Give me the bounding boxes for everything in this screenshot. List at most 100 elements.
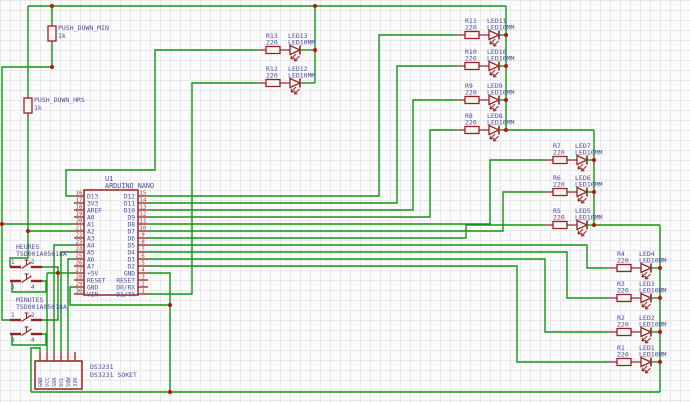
resistor-R13[interactable] [265,45,281,55]
wire[interactable] [67,258,74,352]
junction-dot [312,47,318,53]
resistor-R4[interactable] [616,263,632,273]
resistor-body[interactable] [47,25,57,42]
wire[interactable] [148,82,258,295]
led-ref: LED9 [487,82,503,90]
led-value: LED10MM [288,72,315,80]
wire[interactable] [148,65,457,204]
resistor-value: 220 [553,181,565,189]
wire[interactable] [42,266,59,321]
resistor-R12[interactable] [265,78,281,88]
led-LED5[interactable] [576,219,589,231]
wire[interactable] [148,34,457,197]
resistor-value: 1k [58,32,66,40]
led-LED3[interactable] [640,292,653,304]
led-light-arrow-icon [581,165,587,172]
resistor-value: 220 [617,257,629,265]
resistor-ref: PUSH_DOWN_MIN [58,24,109,32]
resistor-R3[interactable] [616,293,632,303]
wire[interactable] [148,99,457,211]
wire[interactable] [60,251,74,352]
pin-name: RESET [116,277,135,284]
led-LED2[interactable] [640,326,653,338]
wire[interactable] [148,224,545,239]
rtc-body[interactable] [34,360,83,390]
resistor-body[interactable] [23,97,33,114]
wire[interactable] [1,44,53,321]
pin-number: 22 [76,232,83,238]
led-LED10[interactable] [488,60,501,72]
wire[interactable] [148,258,609,333]
resistor-R6[interactable] [552,187,568,197]
junction-dot [55,270,61,276]
resistor-R8[interactable] [464,125,480,135]
wire[interactable] [65,49,258,197]
junction-dot [503,32,509,38]
wire[interactable] [148,159,545,225]
led-LED4[interactable] [640,262,653,274]
rtc-value: DS3231 SOKET [90,371,137,379]
led-LED6[interactable] [576,186,589,198]
nets[interactable] [1,5,661,393]
led-LED13[interactable] [289,44,302,56]
pin-name: D7 [128,228,136,235]
wire[interactable] [11,280,47,293]
arduino-nano-symbol[interactable]: U1ARDUINO_NANOD13163V317AREF18A019A120A2… [74,175,154,298]
resistor-ref: R3 [617,280,625,288]
resistor-R10[interactable] [464,61,480,71]
resistor-R9[interactable] [464,95,480,105]
wire[interactable] [9,231,29,267]
wire[interactable] [30,347,41,392]
wire[interactable] [11,333,47,346]
pin-number: 28 [76,274,83,280]
led-LED11[interactable] [488,29,501,41]
led-LED8[interactable] [488,124,501,136]
wire[interactable] [69,286,170,306]
resistor-R7[interactable] [552,155,568,165]
wire[interactable] [148,244,609,269]
wire[interactable] [148,251,609,299]
junction-dot [503,63,509,69]
wire[interactable] [53,244,74,352]
pin-name: A3 [87,235,95,242]
resistor-R1[interactable] [616,357,632,367]
led-LED7[interactable] [576,154,589,166]
wire[interactable] [148,272,171,392]
led-LED12[interactable] [289,77,302,89]
resistor-value: 220 [465,24,477,32]
pin-name: D4 [128,249,136,256]
resistor-R11[interactable] [464,30,480,40]
led-light-arrow-icon [645,367,651,374]
led-LED1[interactable] [640,356,653,368]
junction-dot [49,64,55,70]
resistor-ref: R8 [465,112,473,120]
resistor-ref: R2 [617,314,625,322]
led-value: LED10MM [288,39,315,47]
wire[interactable] [148,265,609,363]
resistor-R5[interactable] [552,220,568,230]
wire[interactable] [148,129,457,218]
led-LED9[interactable] [488,94,501,106]
led-light-arrow-icon [294,55,300,62]
resistor-R2[interactable] [616,327,632,337]
wire[interactable] [148,191,545,232]
arduino-body[interactable] [83,189,139,296]
